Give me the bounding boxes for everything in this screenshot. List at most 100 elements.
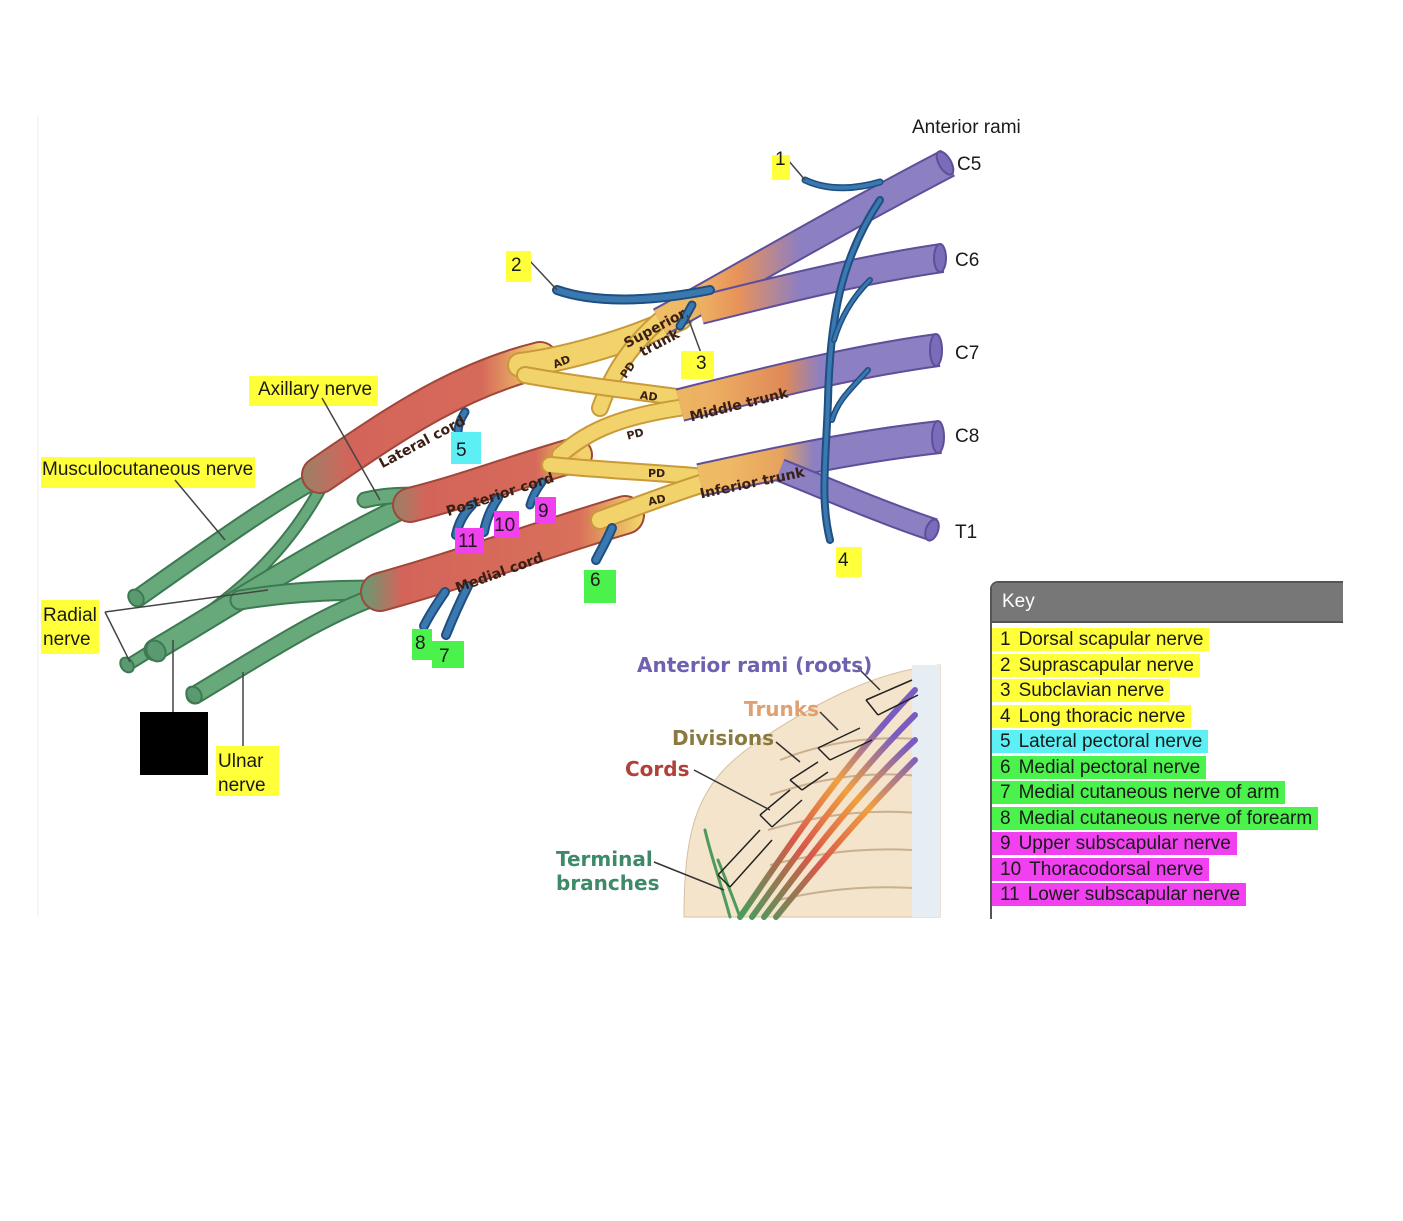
key-item-number: 1 — [1000, 629, 1011, 650]
num-8: 8 — [415, 633, 426, 654]
key-item: 9 Upper subscapular nerve — [992, 831, 1343, 857]
div-ad-3: AD — [647, 492, 667, 508]
radial-nerve-label-2: nerve — [43, 629, 91, 650]
root-label-c8: C8 — [955, 426, 979, 447]
key-list: 1 Dorsal scapular nerve 2 Suprascapular ner… — [992, 623, 1343, 908]
key-item: 2 Suprascapular nerve — [992, 653, 1343, 679]
inset-brackets — [717, 679, 919, 888]
div-pd-2: PD — [625, 426, 645, 443]
num-10: 10 — [494, 515, 515, 536]
inset-overview: Anterior rami (roots) Trunks Divisions C… — [556, 653, 941, 920]
key-item-highlight: 8 Medial cutaneous nerve of forearm — [992, 806, 1319, 830]
key-item-highlight: 11 Lower subscapular nerve — [992, 883, 1247, 906]
divisions — [507, 305, 730, 530]
t1-root-end — [924, 518, 940, 542]
nerve-end-median — [145, 639, 167, 663]
key-item-text: Lower subscapular nerve — [1027, 884, 1241, 905]
key-item-highlight: 6 Medial pectoral nerve — [992, 755, 1207, 779]
ulnar-highlight — [216, 746, 279, 796]
external-labels: Anterior rami C5 C6 C7 C8 T1 Axillary ne… — [41, 117, 1021, 796]
key-item-highlight: 4 Long thoracic nerve — [992, 704, 1192, 728]
ulnar-nerve-label-1: Ulnar — [218, 751, 264, 772]
blue-branches — [419, 176, 884, 640]
root-label-c5: C5 — [957, 154, 981, 175]
num-9: 9 — [538, 501, 549, 522]
inset-trunks-label: Trunks — [744, 697, 819, 721]
key-item: 6 Medial pectoral nerve — [992, 755, 1343, 781]
key-item: 4 Long thoracic nerve — [992, 704, 1343, 730]
key-item-number: 9 — [1000, 833, 1011, 854]
num-4: 4 — [838, 550, 849, 571]
div-pd-3: PD — [648, 467, 665, 480]
div-ad-2: AD — [639, 389, 658, 404]
redaction-box — [140, 712, 208, 775]
key-item-text: Lateral pectoral nerve — [1018, 731, 1203, 752]
num-3: 3 — [696, 353, 707, 374]
key-item-number: 4 — [1000, 705, 1011, 727]
key-item-number: 5 — [1000, 731, 1011, 752]
key-item-highlight: 2 Suprascapular nerve — [992, 653, 1200, 677]
key-item-number: 8 — [1000, 807, 1011, 829]
key-item-text: Medial cutaneous nerve of forearm — [1018, 807, 1313, 829]
nerve-end-ulnar — [185, 685, 203, 705]
key-item-text: Thoracodorsal nerve — [1029, 858, 1204, 880]
inset-divisions-label: Divisions — [672, 726, 774, 750]
root-label-c7: C7 — [955, 343, 979, 364]
key-item: 11 Lower subscapular nerve — [992, 882, 1343, 908]
div-ad-1: AD — [551, 353, 572, 372]
inset-terminal-label-1: Terminal — [556, 847, 653, 871]
inset-plexus — [703, 687, 918, 920]
root-label-c6: C6 — [955, 250, 979, 271]
key-item-number: 6 — [1000, 756, 1011, 778]
axillary-nerve-label: Axillary nerve — [258, 379, 372, 400]
num-11: 11 — [458, 531, 478, 552]
trunks — [652, 149, 955, 542]
key-item-highlight: 7 Medial cutaneous nerve of arm — [992, 781, 1286, 804]
key-item: 10 Thoracodorsal nerve — [992, 857, 1343, 883]
radial-highlight — [41, 600, 99, 654]
num-2: 2 — [511, 255, 522, 276]
key-item: 8 Medial cutaneous nerve of forearm — [992, 806, 1343, 832]
key-item-text: Suprascapular nerve — [1018, 654, 1194, 676]
musculocutaneous-highlight — [41, 457, 255, 488]
c8-root-end — [931, 420, 945, 454]
key-item-text: Medial cutaneous nerve of arm — [1018, 782, 1280, 803]
num-6: 6 — [590, 570, 601, 591]
key-item-highlight: 9 Upper subscapular nerve — [992, 832, 1237, 855]
inset-terminal-label-2: branches — [556, 871, 659, 895]
key-item-text: Medial pectoral nerve — [1018, 756, 1201, 778]
key-item-number: 11 — [1000, 884, 1020, 905]
num-5: 5 — [456, 440, 467, 461]
key-item: 1 Dorsal scapular nerve — [992, 627, 1343, 653]
key-item-text: Subclavian nerve — [1018, 680, 1165, 701]
key-item-text: Long thoracic nerve — [1018, 705, 1186, 727]
key-item-text: Upper subscapular nerve — [1018, 833, 1231, 854]
axillary-highlight — [249, 376, 378, 406]
key-item-number: 7 — [1000, 782, 1011, 803]
c5-root-end — [935, 150, 955, 176]
inset-roots-label: Anterior rami (roots) — [637, 653, 872, 677]
key-item-text: Dorsal scapular nerve — [1018, 629, 1204, 650]
key-item-highlight: 5 Lateral pectoral nerve — [992, 730, 1209, 753]
c6-root-end — [933, 243, 947, 273]
root-label-t1: T1 — [955, 522, 977, 543]
nerve-end-musculocutaneous — [127, 588, 145, 608]
c7-root-end — [929, 333, 943, 367]
radial-nerve-label-1: Radial — [43, 605, 97, 626]
inset-shoulder — [683, 664, 941, 918]
anterior-rami-label: Anterior rami — [912, 117, 1021, 138]
key-item: 5 Lateral pectoral nerve — [992, 729, 1343, 755]
number-labels: 1 2 3 4 5 6 7 8 9 10 11 — [412, 149, 862, 668]
inset-cords-label: Cords — [625, 757, 690, 781]
key-item-highlight: 1 Dorsal scapular nerve — [992, 628, 1210, 651]
key-item-highlight: 10 Thoracodorsal nerve — [992, 857, 1210, 881]
ulnar-nerve-label-2: nerve — [218, 775, 266, 796]
key-item-number: 2 — [1000, 654, 1011, 676]
inset-spine — [912, 665, 940, 917]
musculocutaneous-nerve-label: Musculocutaneous nerve — [42, 459, 253, 480]
key-item-number: 10 — [1000, 858, 1022, 880]
